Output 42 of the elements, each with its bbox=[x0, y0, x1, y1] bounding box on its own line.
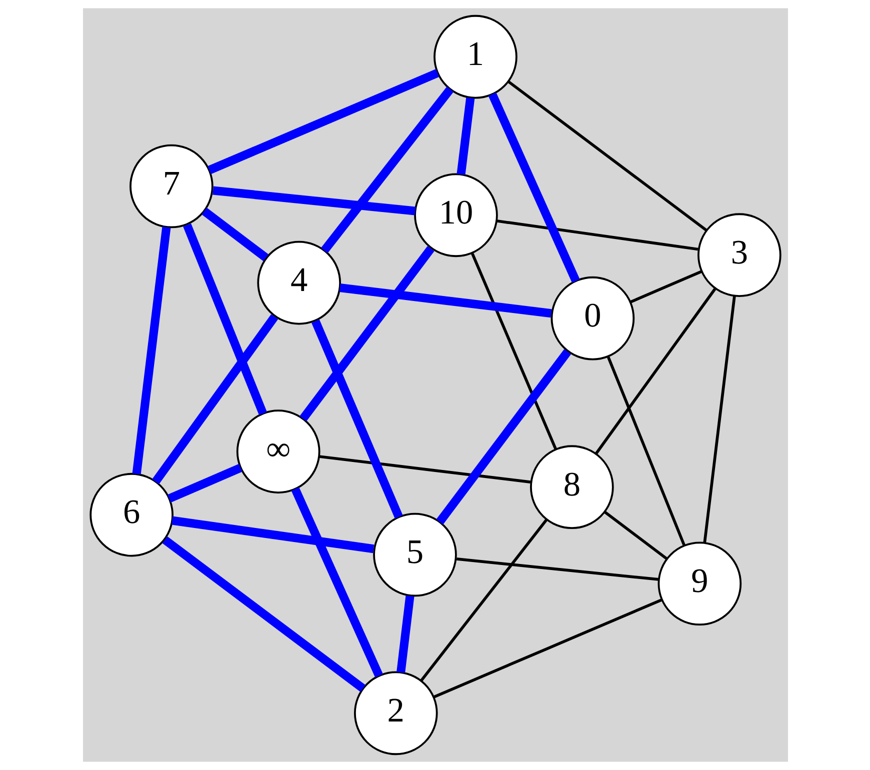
connector bbox=[488, 92, 580, 283]
connector bbox=[594, 288, 716, 455]
node-circle: 0 bbox=[550, 276, 634, 360]
connector bbox=[702, 296, 736, 543]
connector bbox=[320, 86, 454, 254]
connector bbox=[132, 226, 170, 474]
connector bbox=[212, 186, 416, 216]
node-circle: 2 bbox=[353, 671, 438, 756]
connector bbox=[201, 208, 268, 262]
connector bbox=[419, 518, 548, 682]
connector bbox=[603, 510, 667, 560]
connector bbox=[496, 219, 698, 251]
connector bbox=[470, 252, 557, 450]
node-circle: 10 bbox=[414, 173, 498, 258]
connector bbox=[507, 80, 707, 232]
node-circle: 8 bbox=[530, 445, 614, 530]
connector bbox=[318, 455, 530, 484]
connector bbox=[396, 595, 414, 673]
connector bbox=[629, 270, 702, 304]
connector bbox=[311, 320, 402, 519]
connector bbox=[162, 536, 366, 692]
connector bbox=[432, 598, 662, 698]
connector bbox=[606, 356, 686, 546]
node-circle: 3 bbox=[697, 213, 781, 297]
connector bbox=[152, 314, 278, 484]
connector bbox=[182, 223, 266, 416]
node-circle: ∞ bbox=[236, 410, 320, 494]
node-circle: 4 bbox=[256, 240, 341, 325]
connector bbox=[167, 464, 242, 503]
connector bbox=[456, 558, 659, 581]
connector bbox=[436, 349, 571, 524]
node-circle: 9 bbox=[657, 542, 742, 626]
node-circle: 7 bbox=[129, 144, 213, 228]
node-circle: 5 bbox=[372, 512, 456, 597]
node-circle: 1 bbox=[433, 14, 517, 99]
connector bbox=[290, 487, 382, 678]
connector bbox=[456, 98, 474, 175]
connector bbox=[338, 284, 552, 318]
connector bbox=[171, 516, 374, 554]
node-circle: 6 bbox=[89, 472, 173, 557]
connector bbox=[299, 246, 434, 422]
connector bbox=[207, 69, 439, 174]
